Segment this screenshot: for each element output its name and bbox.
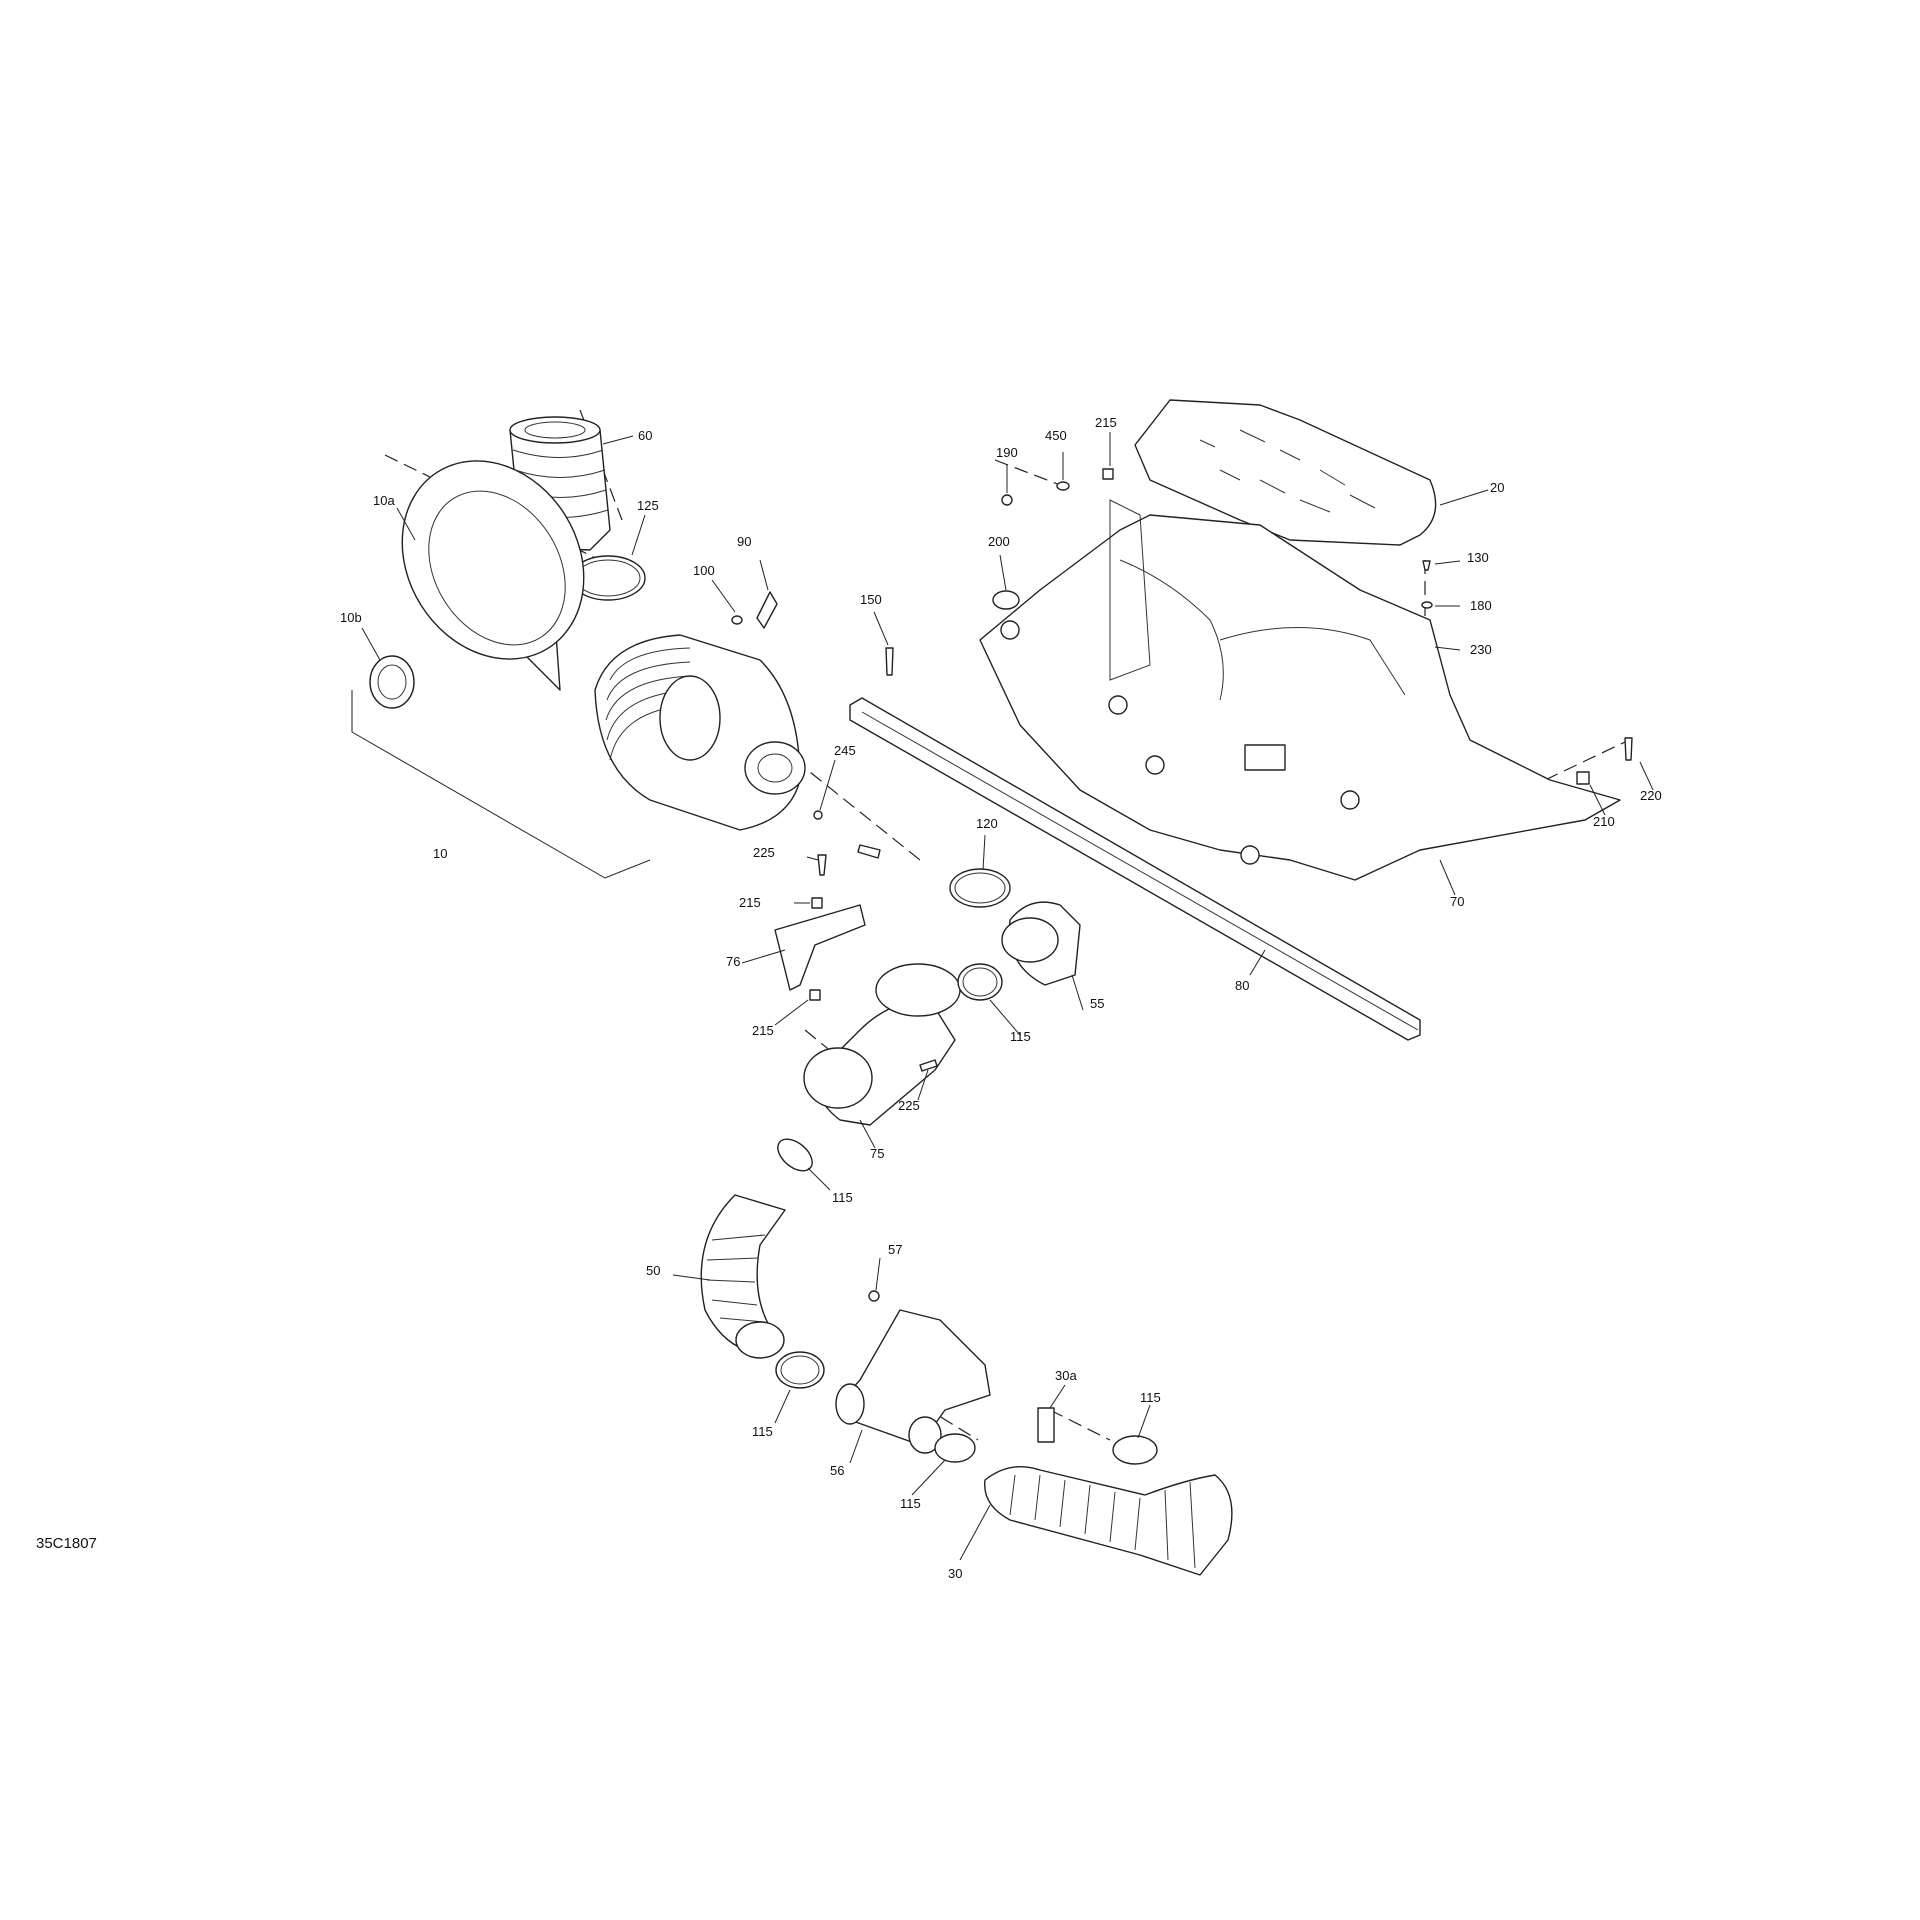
callout-100: 100 <box>693 563 715 578</box>
callout-75: 75 <box>870 1146 884 1161</box>
callout-225-lower: 225 <box>898 1098 920 1113</box>
callout-125: 125 <box>637 498 659 513</box>
assembly-bracket-10 <box>351 690 651 879</box>
screw-225-lower <box>919 1059 938 1072</box>
callout-215-cover: 215 <box>1095 415 1117 430</box>
clamp-115-upper <box>957 963 1003 1001</box>
callout-245: 245 <box>834 743 856 758</box>
filter-cover-10a <box>401 460 585 691</box>
callout-230: 230 <box>1470 642 1492 657</box>
callout-10: 10 <box>433 846 447 861</box>
callout-10b: 10b <box>340 610 362 625</box>
callout-115-lower-left: 115 <box>752 1424 773 1439</box>
air-filter-housing <box>594 634 806 831</box>
clamp-115-mid <box>777 1138 813 1172</box>
washer-100 <box>731 615 743 625</box>
adapter-56 <box>835 1309 991 1454</box>
callout-450: 450 <box>1045 428 1067 443</box>
callout-80: 80 <box>1235 978 1249 993</box>
clamp-120 <box>949 868 1011 908</box>
callout-55: 55 <box>1090 996 1104 1011</box>
callout-210: 210 <box>1593 814 1615 829</box>
clamp-115-lower-left <box>775 1351 825 1389</box>
callout-215-upper: 215 <box>739 895 761 910</box>
clip-215-lower <box>809 989 821 1001</box>
washer-180 <box>1421 601 1433 609</box>
nut-245 <box>813 810 823 820</box>
callout-76: 76 <box>726 954 740 969</box>
air-box-base-70 <box>979 499 1621 881</box>
callout-215-lower: 215 <box>752 1023 774 1038</box>
resonator-75 <box>803 963 961 1126</box>
clamp-115-lower-mid <box>934 1433 976 1463</box>
grommet-200 <box>992 590 1020 610</box>
callout-30a: 30a <box>1055 1368 1077 1383</box>
washer-450 <box>1056 481 1070 491</box>
screw-190 <box>1001 494 1013 506</box>
pin <box>857 844 881 859</box>
callout-70: 70 <box>1450 894 1464 909</box>
leader-lines <box>361 432 1654 1561</box>
callout-190: 190 <box>996 445 1018 460</box>
callout-115-lower-right: 115 <box>1140 1390 1161 1405</box>
clip-215-cover <box>1102 468 1114 480</box>
callout-60: 60 <box>638 428 652 443</box>
callout-10a: 10a <box>373 493 395 508</box>
bolt-90 <box>756 591 778 629</box>
valve-10b <box>369 655 415 709</box>
callout-56: 56 <box>830 1463 844 1478</box>
callout-30: 30 <box>948 1566 962 1581</box>
callout-225-upper: 225 <box>753 845 775 860</box>
clamp-115-lower-right <box>1112 1435 1158 1465</box>
bolt-150 <box>885 647 894 676</box>
callout-220: 220 <box>1640 788 1662 803</box>
callout-labels: 60 10a 10b 125 90 100 10 245 225 215 76 … <box>340 415 1662 1581</box>
callout-200: 200 <box>988 534 1010 549</box>
screw-225-top <box>817 854 827 876</box>
fitting-30a <box>1037 1407 1055 1443</box>
bolt-220 <box>1624 737 1633 761</box>
screw-57 <box>868 1290 880 1302</box>
corrugated-hose-30 <box>984 1466 1233 1576</box>
bracket-76 <box>774 904 866 991</box>
callout-115-mid: 115 <box>832 1190 853 1205</box>
callout-115-lower-mid: 115 <box>900 1496 921 1511</box>
callout-115-upper: 115 <box>1010 1029 1031 1044</box>
callout-130: 130 <box>1467 550 1489 565</box>
elbow-55 <box>1001 901 1081 986</box>
clip-215-top <box>811 897 823 909</box>
screw-130 <box>1422 560 1431 571</box>
callout-57: 57 <box>888 1242 902 1257</box>
clip-210 <box>1576 771 1590 785</box>
callout-90: 90 <box>737 534 751 549</box>
rail-80 <box>849 697 1421 1041</box>
drawing-id: 35C1807 <box>36 1535 97 1552</box>
callout-180: 180 <box>1470 598 1492 613</box>
cover-20 <box>1134 399 1437 546</box>
callout-120: 120 <box>976 816 998 831</box>
callout-150: 150 <box>860 592 882 607</box>
callout-20: 20 <box>1490 480 1504 495</box>
callout-50: 50 <box>646 1263 660 1278</box>
corrugated-hose-50 <box>700 1194 786 1359</box>
